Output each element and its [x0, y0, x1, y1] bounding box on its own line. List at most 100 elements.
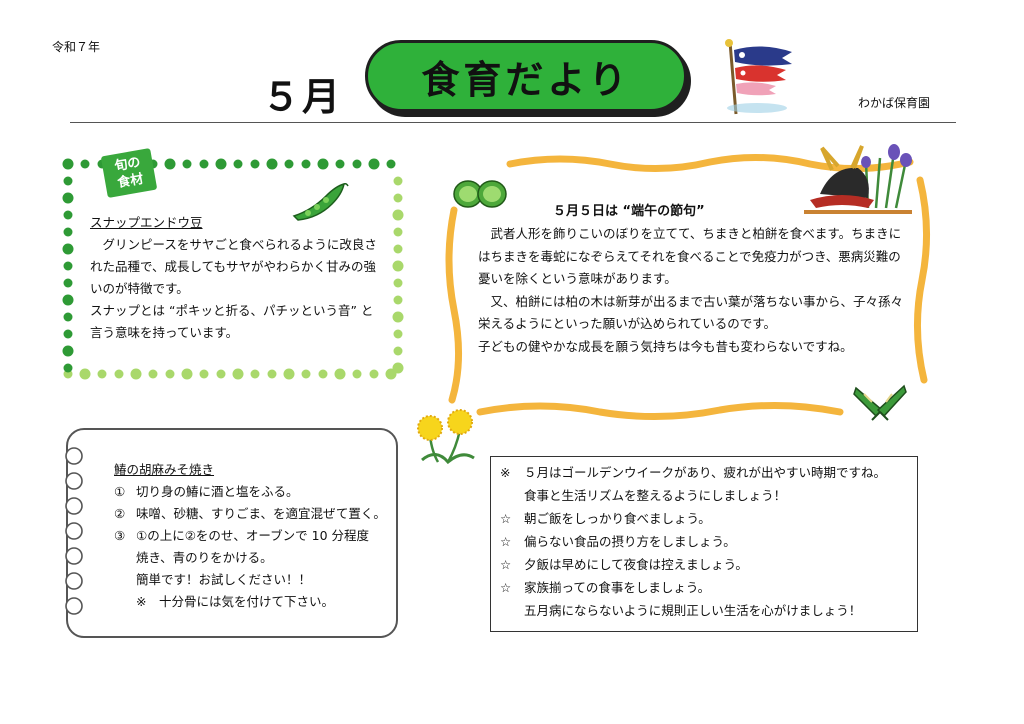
frame-dot	[392, 362, 404, 374]
frame-dot	[216, 369, 226, 379]
step-number: ②	[114, 506, 126, 521]
frame-dot	[62, 192, 74, 204]
tip-text: 家族揃っての食事をしましょう。	[524, 580, 711, 595]
frame-dot	[97, 369, 107, 379]
era-label: 令和７年	[52, 40, 101, 54]
tip-text: 夕飯は早めにして夜食は控えましょう。	[524, 557, 748, 572]
frame-dot	[62, 294, 74, 306]
festival-title: ５月５日は “端午の節句”	[553, 204, 705, 219]
frame-dot	[392, 260, 404, 272]
recipe-caution: ※ 十分骨には気を付けて下さい。	[136, 594, 334, 609]
seasonal-badge: 旬の 食材	[100, 147, 158, 199]
frame-dot	[301, 159, 311, 169]
kashiwa-mochi-icon	[453, 180, 507, 208]
frame-dot	[130, 368, 142, 380]
recipe-steps: ① 切り身の鰆に酒と塩をふる。 ② 味噌、砂糖、すりごま、を適宜混ぜて置く。 ③…	[114, 481, 394, 613]
frame-dot	[393, 329, 403, 339]
step-text: 味噌、砂糖、すりごま、を適宜混ぜて置く。	[136, 506, 386, 521]
frame-dot	[199, 369, 209, 379]
frame-dot	[393, 346, 403, 356]
tip-row: ☆ 朝ご飯をしっかり食べましょう。	[500, 507, 914, 530]
wavy-orange-frame	[445, 153, 931, 421]
step-text: 切り身の鰆に酒と塩をふる。	[136, 484, 299, 499]
frame-dot	[318, 369, 328, 379]
frame-dot	[317, 158, 329, 170]
tip-row: ☆ 家族揃っての食事をしましょう。	[500, 576, 914, 599]
festival-paragraph: 又、柏餅には柏の木は新芽が出るまで古い葉が落ちない事から、子々孫々栄えるようにと…	[478, 293, 904, 332]
notebook-ring	[65, 447, 83, 465]
frame-dot	[164, 158, 176, 170]
step-continued: 焼き、青のりをかける。	[136, 550, 273, 565]
frame-dot	[165, 369, 175, 379]
tip-row: ☆ 夕飯は早めにして夜食は控えましょう。	[500, 553, 914, 576]
newsletter-title: 食育だより	[421, 57, 631, 102]
koinobori-icon	[725, 39, 792, 115]
frame-dot	[62, 243, 74, 255]
golden-week-tips: ※ ５月はゴールデンウイークがあり、疲れが出やすい時期ですね。 食事と生活リズム…	[500, 461, 914, 622]
tip-text: ５月はゴールデンウイークがあり、疲れが出やすい時期ですね。	[524, 465, 887, 480]
frame-dot	[181, 368, 193, 380]
notebook-ring	[65, 547, 83, 565]
star-mark: ☆	[500, 511, 512, 526]
seasonal-paragraph: グリンピースをサヤごと食べられるように改良された品種で、成長してもサヤがやわらか…	[90, 237, 377, 296]
frame-dot	[148, 369, 158, 379]
frame-dot	[63, 227, 73, 237]
golden-week-box	[490, 456, 918, 632]
frame-dot	[182, 159, 192, 169]
frame-dot	[386, 159, 396, 169]
tip-row: ※ ５月はゴールデンウイークがあり、疲れが出やすい時期ですね。	[500, 461, 914, 484]
frame-dot	[393, 278, 403, 288]
header-divider	[70, 122, 956, 123]
recipe-step: ③ ①の上に②をのせ、オーブンで 10 分程度	[114, 525, 394, 547]
seasonal-paragraph: スナップとは “ポキッと折る、パチッという音” と言う意味を持っています。	[90, 303, 374, 340]
step-text: ①の上に②をのせ、オーブンで 10 分程度	[136, 528, 370, 543]
frame-dot	[266, 158, 278, 170]
recipe-encouragement: 簡単です！お試しください！！	[136, 572, 312, 587]
frame-dot	[393, 176, 403, 186]
month-label: ５月	[262, 75, 343, 119]
notebook-ring	[65, 497, 83, 515]
frame-dot	[62, 345, 74, 357]
frame-dot	[250, 369, 260, 379]
recipe-title: 鰆の胡麻みそ焼き	[114, 462, 215, 477]
tip-text: 朝ご飯をしっかり食べましょう。	[524, 511, 711, 526]
frame-dot	[232, 368, 244, 380]
festival-paragraph: 武者人形を飾りこいのぼりを立てて、ちまきと柏餅を食べます。ちまきにはちまきを毒蛇…	[478, 226, 902, 286]
frame-dot	[352, 159, 362, 169]
frame-dot	[335, 159, 345, 169]
school-name: わかば保育園	[858, 96, 931, 110]
title-banner: 食育だより	[365, 40, 687, 112]
notebook-rings	[65, 447, 83, 615]
tip-row: ☆ 偏らない食品の摂り方をしましょう。	[500, 530, 914, 553]
dandelion-icon	[417, 409, 475, 464]
frame-dot	[114, 369, 124, 379]
frame-dot	[79, 368, 91, 380]
frame-dot	[392, 209, 404, 221]
note-mark: ※	[500, 465, 511, 480]
frame-dot	[62, 158, 74, 170]
frame-dot	[393, 227, 403, 237]
frame-dot	[63, 176, 73, 186]
frame-dot	[392, 311, 404, 323]
frame-dot	[250, 159, 260, 169]
frame-dot	[63, 312, 73, 322]
seasonal-description: グリンピースをサヤごと食べられるように改良された品種で、成長してもサヤがやわらか…	[90, 234, 380, 344]
frame-dot	[233, 159, 243, 169]
frame-dot	[334, 368, 346, 380]
seasonal-heading: スナップエンドウ豆	[90, 215, 203, 230]
notebook-ring	[65, 572, 83, 590]
frame-dot	[369, 369, 379, 379]
recipe-step: ① 切り身の鰆に酒と塩をふる。	[114, 481, 394, 503]
frame-dot	[352, 369, 362, 379]
frame-dot	[393, 295, 403, 305]
recipe-step: ② 味噌、砂糖、すりごま、を適宜混ぜて置く。	[114, 503, 394, 525]
notebook-ring	[65, 597, 83, 615]
chimaki-icon	[853, 384, 907, 421]
frame-dot	[63, 261, 73, 271]
tip-closing: 五月病にならないように規則正しい生活を心がけましょう！	[524, 603, 862, 618]
festival-paragraph: 子どもの健やかな成長を願う気持ちは今も昔も変わらないですね。	[478, 338, 853, 354]
step-number: ③	[114, 528, 126, 543]
frame-dot	[284, 159, 294, 169]
frame-dot	[393, 193, 403, 203]
star-mark: ☆	[500, 557, 512, 572]
